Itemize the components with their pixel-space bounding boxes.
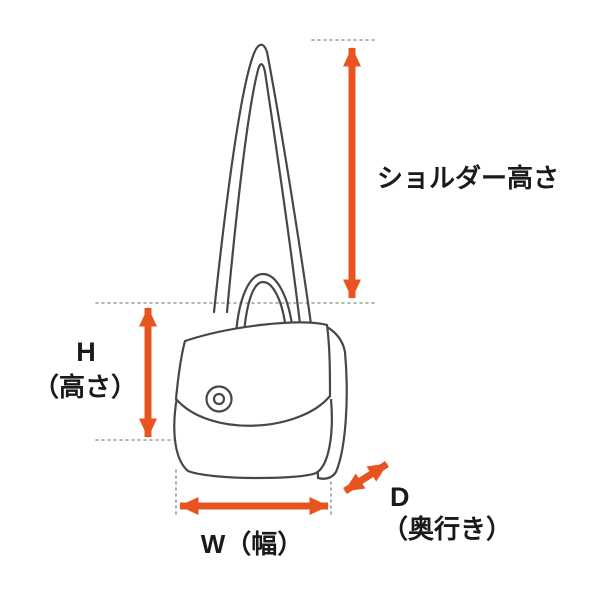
bag-strap-inner — [225, 63, 302, 326]
width-label: W（幅） — [201, 529, 304, 559]
height-abbr-label: H — [76, 337, 96, 367]
bag-handle-outer — [234, 272, 295, 336]
clasp-button-outer — [205, 385, 233, 413]
depth-name-label: （奥行き） — [382, 514, 512, 544]
clasp-button-inner — [212, 392, 226, 406]
depth-abbr-label: D — [390, 482, 410, 512]
bag-strap-outer — [212, 43, 313, 326]
shoulder-height-label: ショルダー高さ — [377, 163, 559, 193]
height-name-label: （高さ） — [33, 372, 137, 402]
bag-flap — [174, 321, 332, 427]
bag-illustration — [173, 43, 348, 480]
bag-handle-inner — [242, 280, 288, 335]
depth-arrow — [343, 461, 389, 494]
